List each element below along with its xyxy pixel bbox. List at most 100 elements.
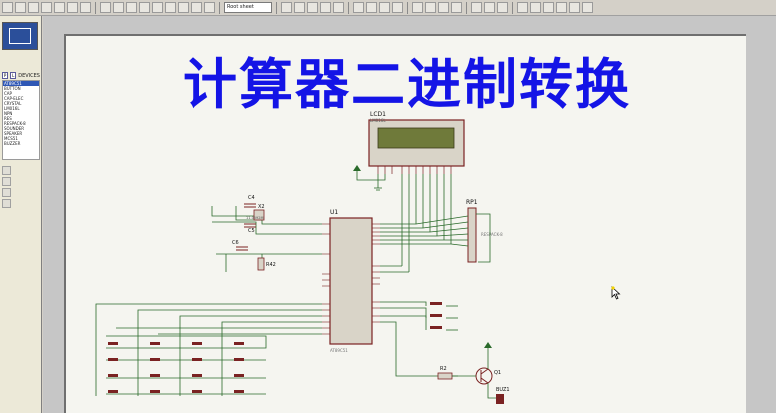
junction-mode-icon[interactable] bbox=[2, 188, 11, 197]
list-item[interactable]: BUTTON bbox=[4, 86, 21, 91]
c5-label: C5 bbox=[248, 228, 255, 234]
origin-icon[interactable] bbox=[126, 2, 137, 13]
power-terminal-icon bbox=[353, 165, 361, 171]
capacitor-c5[interactable] bbox=[244, 223, 256, 228]
wire-label-mode-icon[interactable] bbox=[2, 199, 11, 208]
grid-icon[interactable] bbox=[113, 2, 124, 13]
list-item[interactable]: CAP bbox=[4, 91, 12, 96]
mcu-component[interactable] bbox=[322, 217, 380, 345]
list-item[interactable]: CAP-ELEC bbox=[4, 96, 24, 101]
buzzer-label: BUZ1 bbox=[496, 387, 510, 393]
make-device-icon[interactable] bbox=[425, 2, 436, 13]
respack-component[interactable] bbox=[467, 207, 477, 263]
schematic-canvas[interactable]: 计算器二进制转换 LCD1 LM016L bbox=[43, 16, 776, 413]
list-item[interactable]: MCS51 bbox=[4, 136, 18, 141]
r42-label: R42 bbox=[266, 262, 276, 268]
zoom-all-icon[interactable] bbox=[191, 2, 202, 13]
transistor-power-icon bbox=[484, 342, 492, 348]
lcd-component[interactable] bbox=[368, 119, 465, 174]
zoom-area-icon[interactable] bbox=[204, 2, 215, 13]
buzzer-component[interactable] bbox=[496, 394, 504, 404]
c4-label: C4 bbox=[248, 195, 255, 201]
block-move-icon[interactable] bbox=[366, 2, 377, 13]
toolbar-divider bbox=[276, 1, 277, 14]
sheet-select[interactable]: Root sheet bbox=[224, 2, 272, 13]
capacitor-c6[interactable] bbox=[236, 246, 248, 251]
packaging-icon[interactable] bbox=[438, 2, 449, 13]
list-item[interactable]: BUZZER bbox=[4, 141, 21, 146]
open-file-icon[interactable] bbox=[15, 2, 26, 13]
mcu-model-label: AT89C51 bbox=[330, 348, 348, 353]
export-icon[interactable] bbox=[54, 2, 65, 13]
pan-icon[interactable] bbox=[152, 2, 163, 13]
overview-window[interactable] bbox=[2, 22, 38, 50]
resistor-r2[interactable] bbox=[437, 372, 453, 380]
transistor-q1[interactable] bbox=[475, 367, 493, 385]
selection-mode-icon[interactable] bbox=[2, 166, 11, 175]
lcd-model-label: LM016L bbox=[370, 118, 386, 123]
decompose-icon[interactable] bbox=[451, 2, 462, 13]
copy-icon[interactable] bbox=[320, 2, 331, 13]
remove-sheet-icon[interactable] bbox=[530, 2, 541, 13]
schematic-sheet[interactable]: 计算器二进制转换 LCD1 LM016L bbox=[64, 34, 746, 413]
buzzer-wires bbox=[452, 346, 496, 399]
new-file-icon[interactable] bbox=[2, 2, 13, 13]
wire-autorouter-icon[interactable] bbox=[471, 2, 482, 13]
x2-label: X2 bbox=[258, 204, 265, 210]
block-delete-icon[interactable] bbox=[392, 2, 403, 13]
exit-sheet-icon[interactable] bbox=[543, 2, 554, 13]
pick-device-icon[interactable] bbox=[412, 2, 423, 13]
print-icon[interactable] bbox=[67, 2, 78, 13]
list-item[interactable]: CRYSTAL bbox=[4, 101, 22, 106]
mode-toolbar bbox=[2, 166, 40, 208]
list-item[interactable]: RES bbox=[4, 116, 12, 121]
capacitor-c4[interactable] bbox=[244, 203, 256, 208]
rp-model-label: RESPACK-8 bbox=[481, 232, 503, 237]
crystal-value-label: 11.0592M bbox=[246, 216, 264, 220]
r2-label: R2 bbox=[440, 366, 447, 372]
pick-devices-button[interactable]: P bbox=[2, 72, 9, 79]
lcd-label: LCD1 bbox=[370, 111, 386, 118]
control-buttons[interactable] bbox=[430, 302, 442, 329]
devices-list[interactable]: AT89C51 BUTTON CAP CAP-ELEC CRYSTAL LM01… bbox=[2, 80, 40, 160]
devices-label: DEVICES bbox=[18, 72, 40, 79]
block-rotate-icon[interactable] bbox=[379, 2, 390, 13]
mcu-label: U1 bbox=[330, 209, 338, 216]
paste-icon[interactable] bbox=[333, 2, 344, 13]
library-manager-button[interactable]: L bbox=[10, 72, 17, 79]
search-icon[interactable] bbox=[484, 2, 495, 13]
component-mode-icon[interactable] bbox=[2, 177, 11, 186]
bom-icon[interactable] bbox=[556, 2, 567, 13]
cut-icon[interactable] bbox=[307, 2, 318, 13]
zoom-in-icon[interactable] bbox=[165, 2, 176, 13]
toolbar-divider bbox=[219, 1, 220, 14]
new-sheet-icon[interactable] bbox=[517, 2, 528, 13]
overview-viewport[interactable] bbox=[9, 28, 31, 44]
save-icon[interactable] bbox=[28, 2, 39, 13]
list-item[interactable]: SPEAKER bbox=[4, 131, 23, 136]
erc-icon[interactable] bbox=[569, 2, 580, 13]
ground-icon bbox=[374, 187, 382, 191]
list-item[interactable]: AT89C51 bbox=[3, 81, 39, 86]
refresh-icon[interactable] bbox=[100, 2, 111, 13]
resistor-r42[interactable] bbox=[257, 257, 265, 271]
list-item[interactable]: LM016L bbox=[4, 106, 20, 111]
crosshair-icon[interactable] bbox=[139, 2, 150, 13]
control-button-wires bbox=[380, 301, 458, 377]
area-icon[interactable] bbox=[80, 2, 91, 13]
list-item[interactable]: SOUNDER bbox=[4, 126, 24, 131]
zoom-out-icon[interactable] bbox=[178, 2, 189, 13]
list-item[interactable]: NPN bbox=[4, 111, 13, 116]
rp-label: RP1 bbox=[466, 199, 478, 206]
left-sidebar: P L DEVICES AT89C51 BUTTON CAP CAP-ELEC … bbox=[0, 16, 42, 413]
toolbar-divider bbox=[512, 1, 513, 14]
import-icon[interactable] bbox=[41, 2, 52, 13]
undo-icon[interactable] bbox=[281, 2, 292, 13]
keypad-buttons[interactable] bbox=[108, 342, 244, 393]
netlist-icon[interactable] bbox=[582, 2, 593, 13]
block-copy-icon[interactable] bbox=[353, 2, 364, 13]
redo-icon[interactable] bbox=[294, 2, 305, 13]
list-item[interactable]: RESPACK-8 bbox=[4, 121, 26, 126]
property-tool-icon[interactable] bbox=[497, 2, 508, 13]
crystal-component[interactable] bbox=[253, 209, 265, 221]
